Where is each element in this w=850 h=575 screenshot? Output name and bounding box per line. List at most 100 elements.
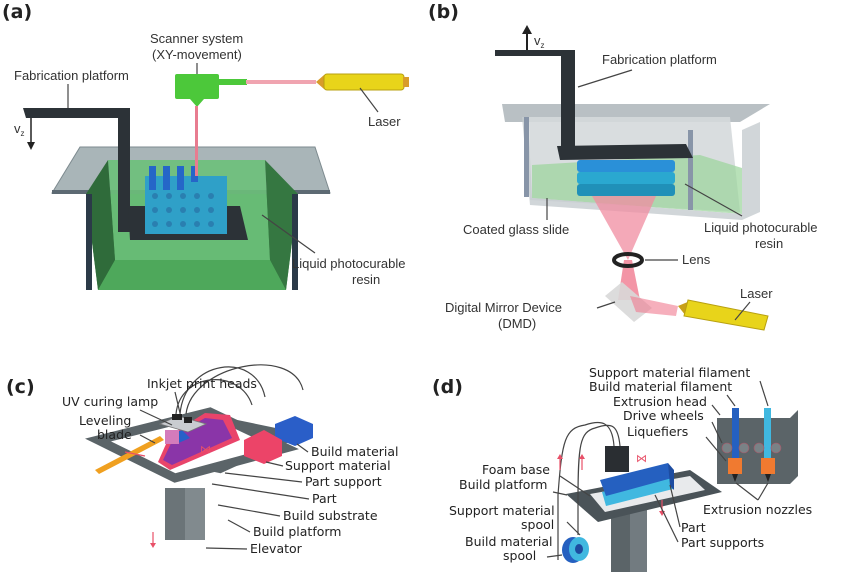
label-build-material: Build material — [311, 444, 399, 459]
label-lens: Lens — [682, 252, 711, 267]
motion-icon: ⋈ — [636, 452, 647, 465]
label-support-material: Support material — [285, 458, 391, 473]
label-foam-base: Foam base — [482, 462, 550, 477]
platform-column — [561, 53, 575, 153]
extrusion-nozzle-2 — [765, 474, 771, 482]
laser-icon — [683, 299, 769, 331]
label-support-spool: spool — [521, 517, 554, 532]
part-layer-1 — [577, 160, 675, 172]
laser-endcap — [403, 77, 409, 87]
panel-d: (d) ⋈ — [432, 365, 812, 572]
vat-left-inner — [86, 160, 115, 290]
label-liquid-photocurable: Liquid photocurable — [704, 220, 817, 235]
label-build-material-spool: Build material — [465, 534, 553, 549]
extrusion-head — [605, 446, 629, 472]
panel-c: (c) ⋈ Inkjet print heads UV cur — [6, 364, 399, 556]
label-liquefiers: Liquefiers — [627, 424, 688, 439]
feed-tube-1 — [179, 366, 266, 415]
support-filament-line — [577, 424, 621, 535]
scanner-arm — [217, 79, 247, 85]
top-layer-bars — [149, 166, 198, 190]
label-inkjet-print-heads: Inkjet print heads — [147, 376, 257, 391]
support-material-filament — [764, 408, 771, 458]
lens-icon — [612, 252, 644, 268]
label-support-material-spool: Support material — [449, 503, 555, 518]
label-leveling: Leveling — [79, 413, 131, 428]
vat-right-wall — [292, 194, 298, 290]
label-digital-mirror-device: Digital Mirror Device — [445, 300, 562, 315]
part-layer-3 — [577, 184, 675, 196]
liquefier-2 — [761, 458, 775, 474]
label-laser: Laser — [368, 114, 401, 129]
tank-right-wall — [688, 130, 693, 210]
vz-label: vz — [534, 33, 545, 50]
label-blade: blade — [97, 427, 132, 442]
label-part: Part — [312, 491, 337, 506]
drive-wheels — [721, 442, 782, 454]
label-liquid-photocurable: Liquid photocurable — [292, 256, 405, 271]
laser-icon — [323, 73, 405, 91]
scanner-icon — [175, 74, 219, 99]
laser-tip — [316, 75, 324, 89]
scanner-nozzle — [190, 99, 204, 107]
label-laser: Laser — [740, 286, 773, 301]
label-build-platform: Build platform — [253, 524, 341, 539]
panel-a-label: (a) — [2, 1, 32, 23]
label-resin: resin — [352, 272, 380, 287]
label-part: Part — [681, 520, 706, 535]
uv-curing-lamp — [165, 430, 179, 444]
extrusion-nozzle-1 — [732, 474, 738, 482]
label-elevator: Elevator — [250, 541, 303, 556]
panel-a: (a) — [2, 1, 409, 290]
vat-right-inner — [265, 160, 298, 290]
platform-arm — [495, 50, 575, 56]
motion-icon: ⋈ — [200, 443, 211, 456]
inkjet-print-heads — [172, 414, 182, 420]
label-resin: resin — [755, 236, 783, 251]
arrow-icon — [124, 451, 146, 457]
label-extrusion-nozzles: Extrusion nozzles — [703, 502, 812, 517]
platform-arm — [23, 108, 130, 118]
platform-plate — [557, 144, 693, 160]
label-uv-curing-lamp: UV curing lamp — [62, 394, 158, 409]
label-coated-glass-slide: Coated glass slide — [463, 222, 569, 237]
label-build-substrate: Build substrate — [283, 508, 378, 523]
label-dmd: (DMD) — [498, 316, 536, 331]
build-material-cartridge — [275, 416, 313, 446]
laser-beam-vertical — [195, 106, 198, 176]
platform-column — [118, 108, 130, 232]
panel-d-label: (d) — [432, 376, 463, 398]
part-grid — [152, 193, 214, 227]
label-drive-wheels: Drive wheels — [623, 408, 704, 423]
label-extrusion-head: Extrusion head — [613, 394, 707, 409]
label-fabrication-platform: Fabrication platform — [602, 52, 717, 67]
feed-tube-2 — [185, 364, 304, 415]
label-build-material-filament: Build material filament — [589, 379, 732, 394]
part — [600, 463, 672, 496]
label-part-support: Part support — [305, 474, 382, 489]
label-part-supports: Part supports — [681, 535, 764, 550]
label-xy-movement: (XY-movement) — [152, 47, 242, 62]
label-scanner-system: Scanner system — [150, 31, 243, 46]
part — [163, 418, 232, 465]
support-material-cartridge — [244, 430, 282, 464]
liquefier-1 — [728, 458, 742, 474]
panel-c-label: (c) — [6, 376, 35, 398]
laser-beam-horizontal — [246, 80, 316, 84]
label-fabrication-platform: Fabrication platform — [14, 68, 129, 83]
tank-left-wall — [524, 117, 529, 197]
label-build-platform: Build platform — [459, 477, 547, 492]
leveling-blade — [95, 436, 164, 474]
light-cone — [592, 196, 656, 260]
vat-left-wall — [86, 194, 92, 290]
part-layer-2 — [577, 172, 675, 184]
laser-beam — [630, 296, 678, 316]
vat-floor — [98, 260, 286, 290]
panel-b: (b) vz Fabrication platform Coated glass… — [428, 1, 817, 331]
label-build-spool: spool — [503, 548, 536, 563]
panel-b-label: (b) — [428, 1, 459, 23]
build-material-filament — [732, 408, 739, 458]
label-support-material-filament: Support material filament — [589, 365, 750, 380]
vz-label: vz — [14, 121, 25, 138]
